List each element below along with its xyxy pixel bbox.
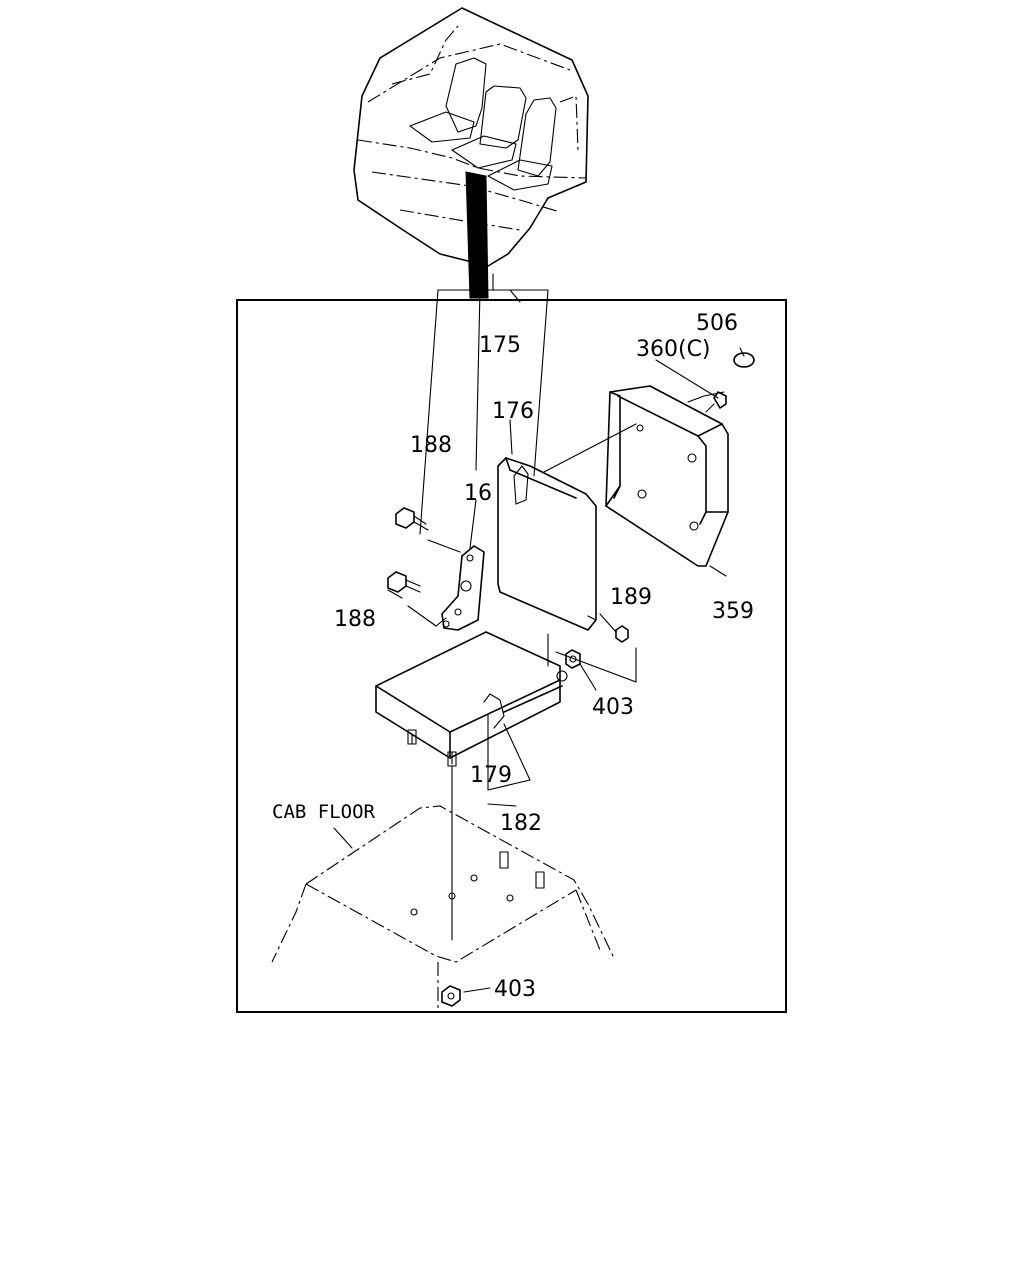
nut-189 [615, 625, 629, 643]
label-179: 179 [470, 763, 512, 788]
hinge-bracket [441, 545, 485, 631]
label-189: 189 [610, 585, 652, 610]
label-188-upper: 188 [410, 433, 452, 458]
label-359: 359 [712, 599, 754, 624]
label-403-lower: 403 [494, 977, 536, 1002]
nut-403-lower [441, 985, 461, 1007]
cab-overview [353, 7, 589, 299]
cap-506 [733, 352, 755, 368]
label-16: 16 [464, 481, 492, 506]
detail-frame [236, 299, 787, 1013]
label-403-upper: 403 [592, 695, 634, 720]
nut-403-upper [565, 649, 581, 669]
callouts: 175 176 188 16 188 506 360(C) 359 189 40… [272, 311, 754, 1002]
label-cab-floor: CAB FLOOR [272, 801, 376, 823]
label-182: 182 [500, 811, 542, 836]
label-188-lower: 188 [334, 607, 376, 632]
bolt-188-upper [395, 507, 429, 531]
label-506: 506 [696, 311, 738, 336]
label-360c: 360(C) [636, 337, 711, 362]
seat-back-cover [605, 385, 729, 567]
seat-cushion [375, 631, 568, 767]
label-175: 175 [479, 333, 521, 358]
seat-back [497, 457, 597, 631]
leader-lines [333, 273, 745, 993]
cab-seats [409, 57, 557, 191]
label-176: 176 [492, 399, 534, 424]
bolt-188-lower [387, 571, 421, 593]
cab-floor [271, 805, 615, 1010]
